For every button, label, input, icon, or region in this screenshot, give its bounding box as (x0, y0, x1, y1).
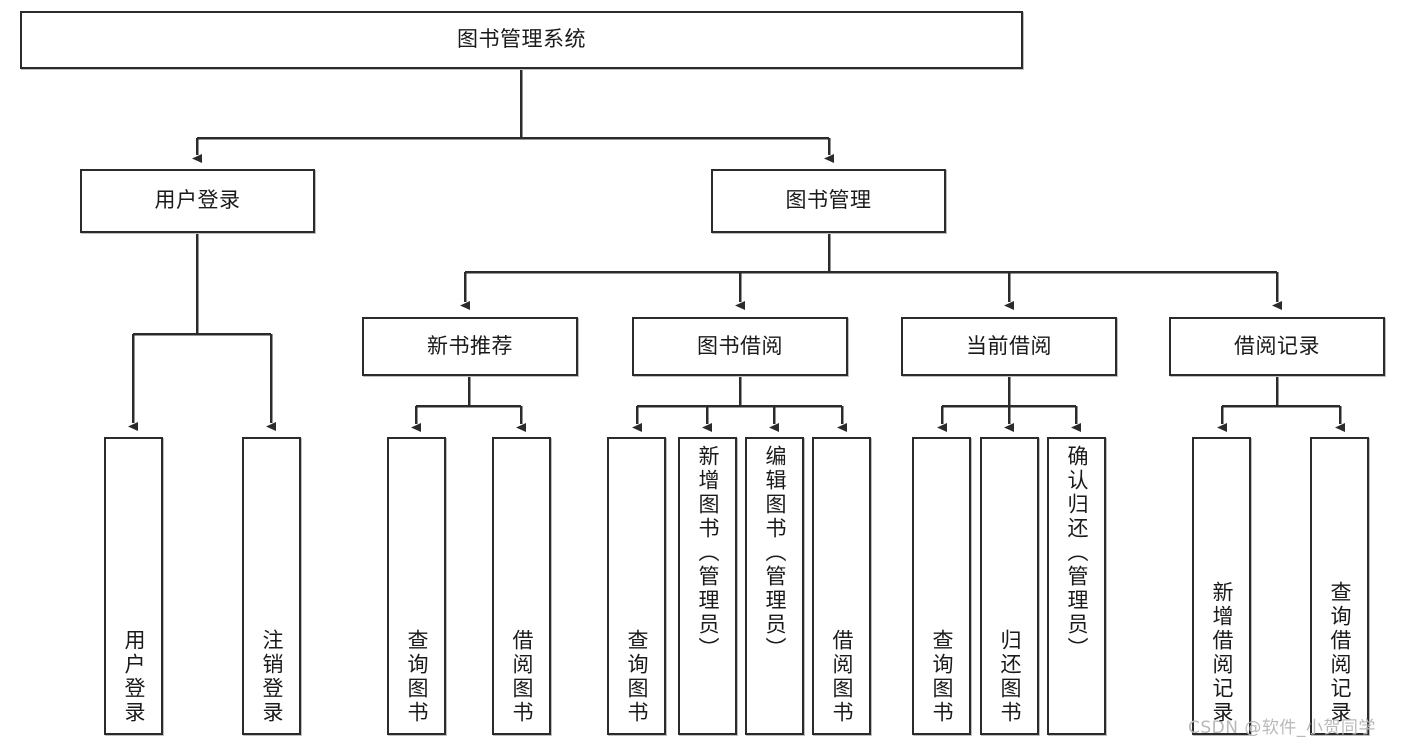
leaf-br-add-record-label: 新增借阅记录 (1210, 581, 1234, 725)
leaf-bb-borrow-book[interactable]: 借阅图书 (812, 437, 871, 735)
leaf-br-query-record-label: 查询借阅记录 (1328, 581, 1352, 725)
node-book-manage[interactable]: 图书管理 (711, 169, 946, 233)
leaf-cb-query-book-label: 查询图书 (930, 629, 954, 725)
leaf-nb-borrow-book-label: 借阅图书 (510, 629, 534, 725)
leaf-bb-edit-book-label: 编辑图书（管理员） (763, 445, 787, 661)
leaf-logout-label: 注销登录 (260, 629, 284, 725)
leaf-bb-edit-book[interactable]: 编辑图书（管理员） (745, 437, 804, 735)
node-borrow-record[interactable]: 借阅记录 (1169, 317, 1385, 376)
node-new-book-recommend-label: 新书推荐 (427, 333, 513, 358)
leaf-cb-confirm-return-label: 确认归还（管理员） (1065, 445, 1089, 661)
node-current-borrow[interactable]: 当前借阅 (901, 317, 1117, 376)
leaf-nb-query-book[interactable]: 查询图书 (387, 437, 446, 735)
node-book-borrow[interactable]: 图书借阅 (632, 317, 848, 376)
node-user-login[interactable]: 用户登录 (80, 169, 315, 233)
leaf-cb-return-book-label: 归还图书 (998, 629, 1022, 725)
leaf-cb-query-book[interactable]: 查询图书 (912, 437, 971, 735)
node-book-manage-label: 图书管理 (785, 188, 872, 213)
leaf-bb-borrow-book-label: 借阅图书 (830, 629, 854, 725)
node-borrow-record-label: 借阅记录 (1234, 333, 1320, 358)
leaf-cb-confirm-return[interactable]: 确认归还（管理员） (1047, 437, 1106, 735)
leaf-bb-query-book[interactable]: 查询图书 (607, 437, 666, 735)
node-current-borrow-label: 当前借阅 (966, 333, 1052, 358)
leaf-nb-query-book-label: 查询图书 (405, 629, 429, 725)
leaf-nb-borrow-book[interactable]: 借阅图书 (492, 437, 551, 735)
leaf-bb-add-book-label: 新增图书（管理员） (696, 445, 720, 661)
leaf-logout[interactable]: 注销登录 (242, 437, 301, 735)
node-user-login-label: 用户登录 (154, 188, 241, 213)
node-new-book-recommend[interactable]: 新书推荐 (362, 317, 578, 376)
csdn-watermark: CSDN @软件_小贺同学 (1188, 718, 1376, 738)
leaf-br-query-record[interactable]: 查询借阅记录 (1310, 437, 1369, 735)
leaf-bb-add-book[interactable]: 新增图书（管理员） (678, 437, 737, 735)
node-book-borrow-label: 图书借阅 (697, 333, 783, 358)
leaf-bb-query-book-label: 查询图书 (625, 629, 649, 725)
node-root-label: 图书管理系统 (457, 27, 586, 52)
leaf-user-login[interactable]: 用户登录 (104, 437, 163, 735)
leaf-br-add-record[interactable]: 新增借阅记录 (1192, 437, 1251, 735)
node-root[interactable]: 图书管理系统 (20, 11, 1023, 69)
leaf-user-login-label: 用户登录 (122, 629, 146, 725)
leaf-cb-return-book[interactable]: 归还图书 (980, 437, 1039, 735)
